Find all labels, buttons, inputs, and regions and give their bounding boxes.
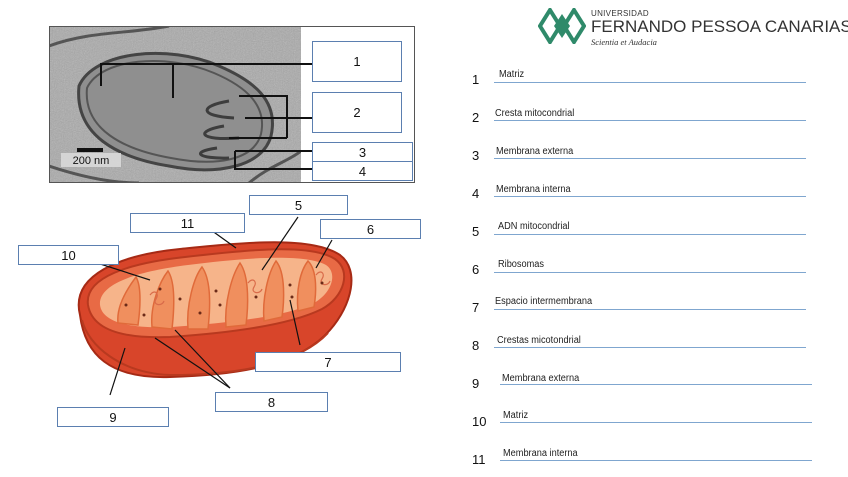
diagram-label-11: 11 [130,213,245,233]
micrograph-image: 200 nm [49,26,301,183]
answer-text[interactable]: Matriz [503,410,529,421]
answer-number: 4 [472,186,480,201]
answer-line [500,422,812,423]
answer-text[interactable]: Crestas micotondrial [497,335,581,346]
answer-number: 11 [472,452,486,467]
answer-text[interactable]: Ribosomas [498,259,545,270]
answer-line [500,384,812,385]
answer-number: 6 [472,262,480,277]
scale-bar-label: 200 nm [73,155,110,167]
diagram-leader-lines [93,214,333,396]
answer-text[interactable]: Cresta mitocondrial [495,108,575,119]
answer-number: 1 [472,72,480,87]
logo-university-name: FERNANDO PESSOA CANARIAS [591,17,848,36]
diagram-label-7: 7 [255,352,401,372]
micrograph-label-4: 4 [312,161,413,181]
micrograph-leader-lines [100,63,313,170]
answer-number: 9 [472,376,480,391]
answer-line [494,347,806,348]
answer-number: 10 [472,414,487,429]
diagram-label-10: 10 [18,245,119,265]
diagram-label-9: 9 [57,407,169,427]
logo-motto: Scientia et Audacia [591,37,657,47]
answer-text[interactable]: Membrana interna [496,184,571,195]
answer-number: 7 [472,300,480,315]
answer-number: 8 [472,338,480,353]
answer-line [494,196,806,197]
answer-line [494,272,806,273]
diagram-label-8: 8 [215,392,328,412]
answer-text[interactable]: Membrana interna [503,448,578,459]
answer-number: 3 [472,148,480,163]
logo-university-label: UNIVERSIDAD [591,9,649,18]
answer-text[interactable]: Membrana externa [496,146,574,157]
micrograph-label-3: 3 [312,142,413,162]
answer-line [494,158,806,159]
micrograph-label-2: 2 [312,92,402,133]
answer-text[interactable]: Matriz [499,69,525,80]
answer-number: 5 [472,224,480,239]
answer-number: 2 [472,110,480,125]
logo-mark-icon [538,8,586,44]
answer-line [494,82,806,83]
answer-line [500,460,812,461]
mitochondrion-illustration [77,241,353,379]
diagram-label-6: 6 [320,219,421,239]
diagram-label-5: 5 [249,195,348,215]
answer-text[interactable]: ADN mitocondrial [498,221,570,232]
answer-text[interactable]: Membrana externa [502,373,580,384]
answer-line [494,234,806,235]
answer-text[interactable]: Espacio intermembrana [495,296,593,307]
answer-line [494,120,806,121]
micrograph-label-1: 1 [312,41,402,82]
answer-line [494,309,806,310]
